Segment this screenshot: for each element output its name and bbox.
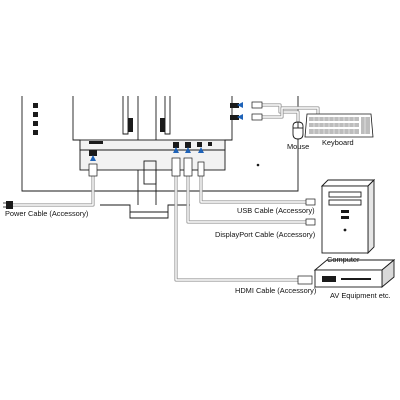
cables	[10, 103, 320, 282]
usb-downstream-port-2	[230, 115, 239, 120]
mouse-label: Mouse	[287, 142, 309, 151]
cable-plugs	[88, 101, 316, 285]
usb-upstream-port	[197, 142, 202, 147]
usb-plug-keyboard	[251, 113, 263, 121]
power-plug-monitor	[88, 163, 98, 177]
hdmi-port	[173, 142, 179, 148]
computer-icon	[320, 178, 376, 255]
arrow-usb-up	[198, 147, 204, 153]
usb-cable-label: USB Cable (Accessory)	[237, 206, 315, 215]
hdmi-plug-av	[297, 275, 313, 285]
mouse-icon	[292, 121, 304, 140]
keyboard-icon	[304, 113, 374, 138]
power-plug-icon	[3, 201, 13, 209]
arrow-usb-down-1	[237, 102, 243, 108]
displayport-plug-computer	[305, 218, 316, 226]
arrow-usb-down-2	[237, 114, 243, 120]
arrow-power	[90, 155, 96, 161]
arrow-displayport	[185, 147, 191, 153]
displayport-plug-monitor	[183, 157, 193, 177]
connection-arrows	[90, 102, 243, 161]
power-cable-label: Power Cable (Accessory)	[5, 209, 88, 218]
audio-port	[208, 142, 212, 146]
av-equipment-label: AV Equipment etc.	[330, 291, 391, 300]
hdmi-cable-label: HDMI Cable (Accessory)	[235, 286, 316, 295]
usb-plug-computer	[305, 198, 316, 206]
keyboard-label: Keyboard	[322, 138, 354, 147]
usb-downstream-port-1	[230, 103, 239, 108]
av-equipment-icon	[313, 259, 396, 288]
arrow-hdmi	[173, 147, 179, 153]
io-ports	[89, 103, 239, 156]
usb-plug-mouse	[251, 101, 263, 109]
displayport-cable-label: DisplayPort Cable (Accessory)	[215, 230, 315, 239]
power-port	[89, 150, 97, 156]
computer-label: Computer	[327, 255, 360, 264]
displayport-port	[185, 142, 191, 148]
vent-slots	[33, 103, 38, 135]
usb-plug-monitor	[197, 161, 205, 177]
hdmi-plug-monitor	[171, 157, 181, 177]
